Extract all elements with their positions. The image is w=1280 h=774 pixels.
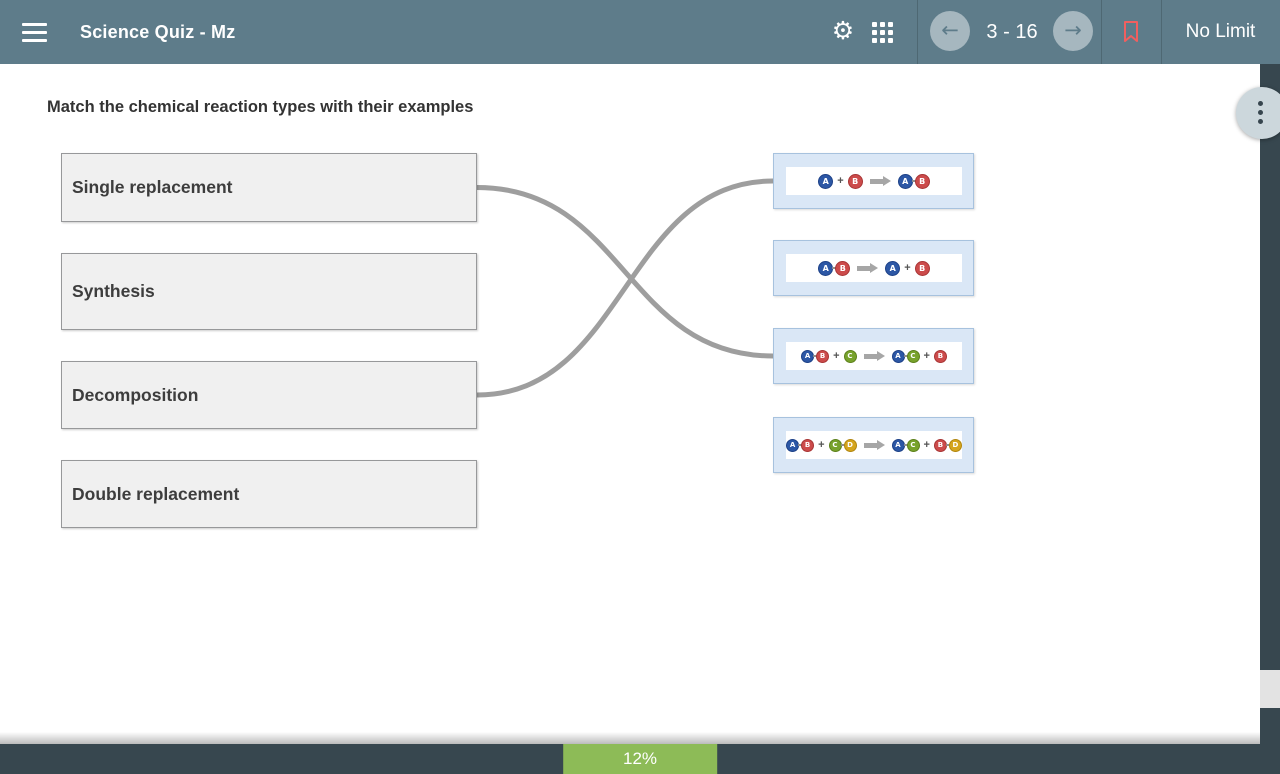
match-left-item-label: Single replacement: [72, 177, 233, 197]
settings-button[interactable]: ⚙: [828, 0, 858, 64]
header-divider: [917, 0, 918, 64]
reaction-arrow-icon: [857, 263, 879, 273]
atom-B: B: [835, 260, 851, 276]
atom-B: B: [914, 260, 930, 276]
hamburger-icon: [22, 23, 47, 26]
bond: [840, 444, 845, 446]
bond: [813, 355, 818, 357]
grid-icon: [872, 22, 877, 27]
atom-A: A: [897, 173, 913, 189]
atom-D: D: [948, 438, 962, 452]
plus-sign: +: [818, 438, 825, 451]
atom-B: B: [801, 438, 815, 452]
match-left-item-label: Synthesis: [72, 281, 155, 301]
bond: [945, 444, 950, 446]
atom-C: C: [906, 438, 920, 452]
bookmark-button[interactable]: [1122, 20, 1140, 44]
reaction-arrow-icon: [863, 440, 885, 450]
atom-A: A: [818, 173, 834, 189]
timer-label: No Limit: [1185, 21, 1256, 42]
molecule-B: B: [933, 349, 947, 363]
bond: [903, 355, 908, 357]
match-left-item[interactable]: Synthesis: [61, 253, 477, 330]
atom-C: C: [906, 349, 920, 363]
atom-B: B: [847, 173, 863, 189]
molecule-C: C: [843, 349, 857, 363]
bond: [832, 267, 837, 269]
atom-B: B: [914, 173, 930, 189]
atom-B: B: [816, 349, 830, 363]
question-text: Match the chemical reaction types with t…: [47, 98, 474, 116]
atom-D: D: [843, 438, 857, 452]
atom-A: A: [891, 349, 905, 363]
molecule-B: B: [847, 173, 863, 189]
header-divider: [1101, 0, 1102, 64]
arrow-right-icon: →: [1064, 18, 1082, 42]
match-left-item[interactable]: Decomposition: [61, 361, 477, 429]
plus-sign: +: [923, 438, 930, 451]
plus-sign: +: [904, 261, 911, 274]
atom-B: B: [933, 349, 947, 363]
progress-value: 12%: [563, 744, 717, 774]
next-question-button[interactable]: →: [1053, 11, 1093, 51]
plus-sign: +: [837, 174, 844, 187]
molecule-A: A: [885, 260, 901, 276]
atom-A: A: [818, 260, 834, 276]
app-header: Science Quiz - Mz ⚙ ← 3 - 16 → No Limit: [0, 0, 1280, 64]
molecule-A: A: [818, 173, 834, 189]
progress-bar: 12%: [0, 744, 1280, 774]
quiz-title: Science Quiz - Mz: [80, 22, 236, 42]
plus-sign: +: [833, 349, 840, 362]
molecule-B: B: [914, 260, 930, 276]
bond: [903, 444, 908, 446]
match-left-item[interactable]: Single replacement: [61, 153, 477, 222]
bond: [911, 180, 916, 182]
atom-B: B: [933, 438, 947, 452]
atom-A: A: [885, 260, 901, 276]
content-bottom-fade: [0, 732, 1260, 744]
question-position: 3 - 16: [986, 21, 1038, 43]
reaction-arrow-icon: [863, 351, 885, 361]
match-left-item-label: Double replacement: [72, 483, 240, 504]
atom-A: A: [801, 349, 815, 363]
reaction-arrow-icon: [869, 176, 891, 186]
arrow-left-icon: ←: [941, 18, 959, 42]
bond: [798, 444, 803, 446]
prev-question-button[interactable]: ←: [930, 11, 970, 51]
gear-icon: ⚙: [831, 16, 855, 45]
question-grid-button[interactable]: [872, 22, 893, 43]
menu-button[interactable]: [22, 22, 48, 42]
right-scroll-strip: [1260, 64, 1280, 744]
bookmark-icon: [1124, 21, 1138, 42]
header-divider: [1161, 0, 1162, 64]
more-options-button[interactable]: [1236, 87, 1280, 139]
atom-C: C: [843, 349, 857, 363]
plus-sign: +: [923, 349, 930, 362]
scrollbar-thumb[interactable]: [1260, 670, 1280, 708]
match-left-item[interactable]: Double replacement: [61, 460, 477, 528]
match-left-item-label: Decomposition: [72, 384, 199, 405]
vertical-ellipsis-icon: [1258, 101, 1263, 128]
